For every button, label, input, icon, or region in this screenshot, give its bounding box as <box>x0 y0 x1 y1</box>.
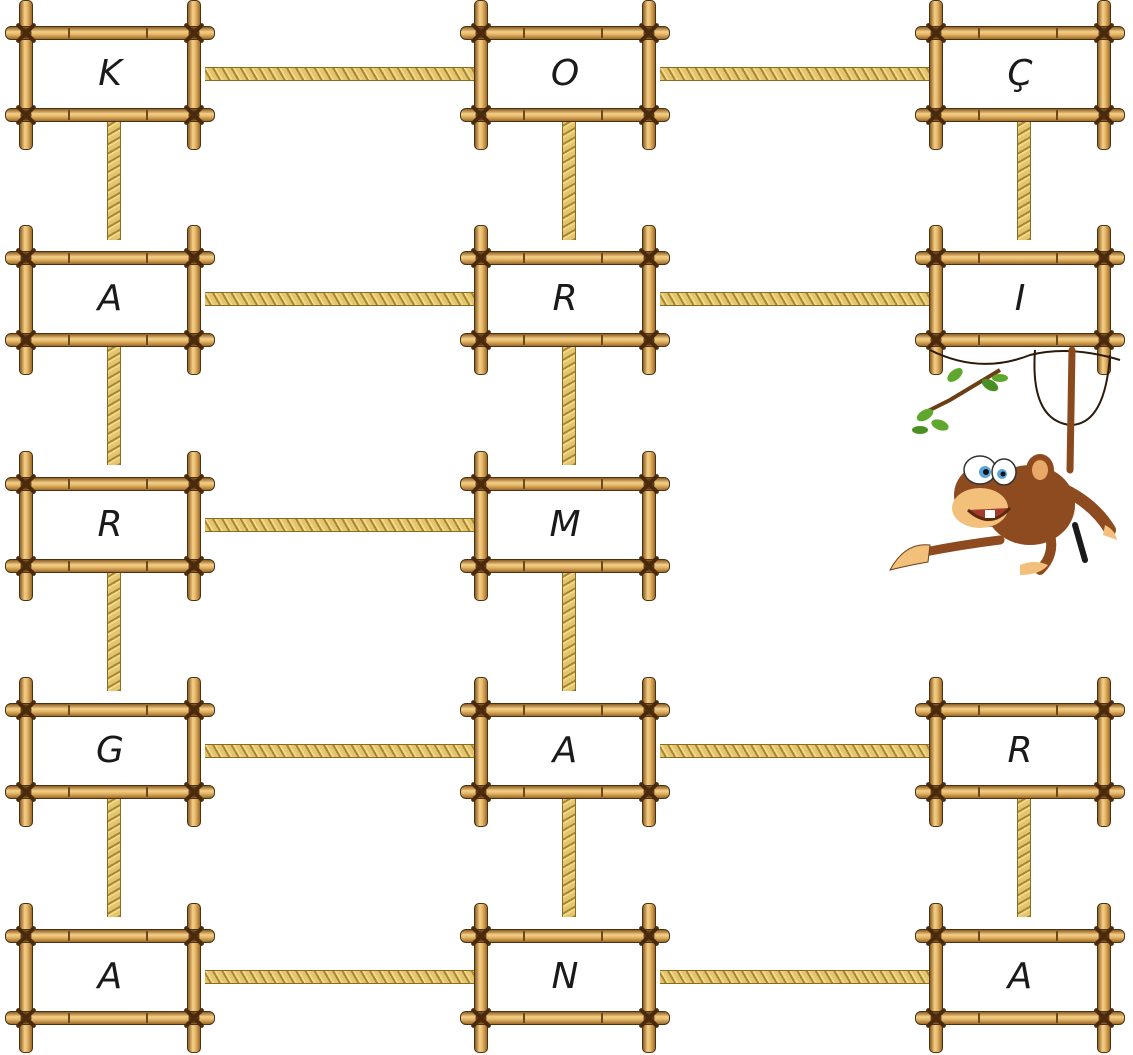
rope-horizontal <box>660 292 930 306</box>
letter-cell: M <box>460 451 670 601</box>
cell-letter: A <box>33 949 187 1005</box>
letter-cell: R <box>5 451 215 601</box>
rope-horizontal <box>205 518 475 532</box>
rope-horizontal <box>205 67 475 81</box>
letter-cell: R <box>460 225 670 375</box>
monkey-icon <box>880 330 1133 590</box>
letter-cell: O <box>460 0 670 150</box>
cell-letter: Ç <box>943 46 1097 102</box>
cell-letter: A <box>488 723 642 779</box>
rope-horizontal <box>660 744 930 758</box>
cell-letter: G <box>33 723 187 779</box>
letter-cell: N <box>460 903 670 1053</box>
cell-letter: I <box>943 271 1097 327</box>
rope-horizontal <box>660 970 930 984</box>
rope-horizontal <box>660 67 930 81</box>
cell-letter: R <box>943 723 1097 779</box>
cell-letter: R <box>488 271 642 327</box>
letter-cell: A <box>460 677 670 827</box>
cell-letter: A <box>33 271 187 327</box>
letter-cell: R <box>915 677 1125 827</box>
rope-horizontal <box>205 744 475 758</box>
cell-letter: N <box>488 949 642 1005</box>
rope-horizontal <box>205 292 475 306</box>
cell-letter: M <box>488 497 642 553</box>
letter-cell: A <box>5 903 215 1053</box>
letter-cell: Ç <box>915 0 1125 150</box>
rope-horizontal <box>205 970 475 984</box>
cell-letter: A <box>943 949 1097 1005</box>
letter-cell: A <box>5 225 215 375</box>
letter-cell: G <box>5 677 215 827</box>
cell-letter: R <box>33 497 187 553</box>
letter-cell: K <box>5 0 215 150</box>
cell-letter: K <box>33 46 187 102</box>
letter-cell: A <box>915 903 1125 1053</box>
cell-letter: O <box>488 46 642 102</box>
